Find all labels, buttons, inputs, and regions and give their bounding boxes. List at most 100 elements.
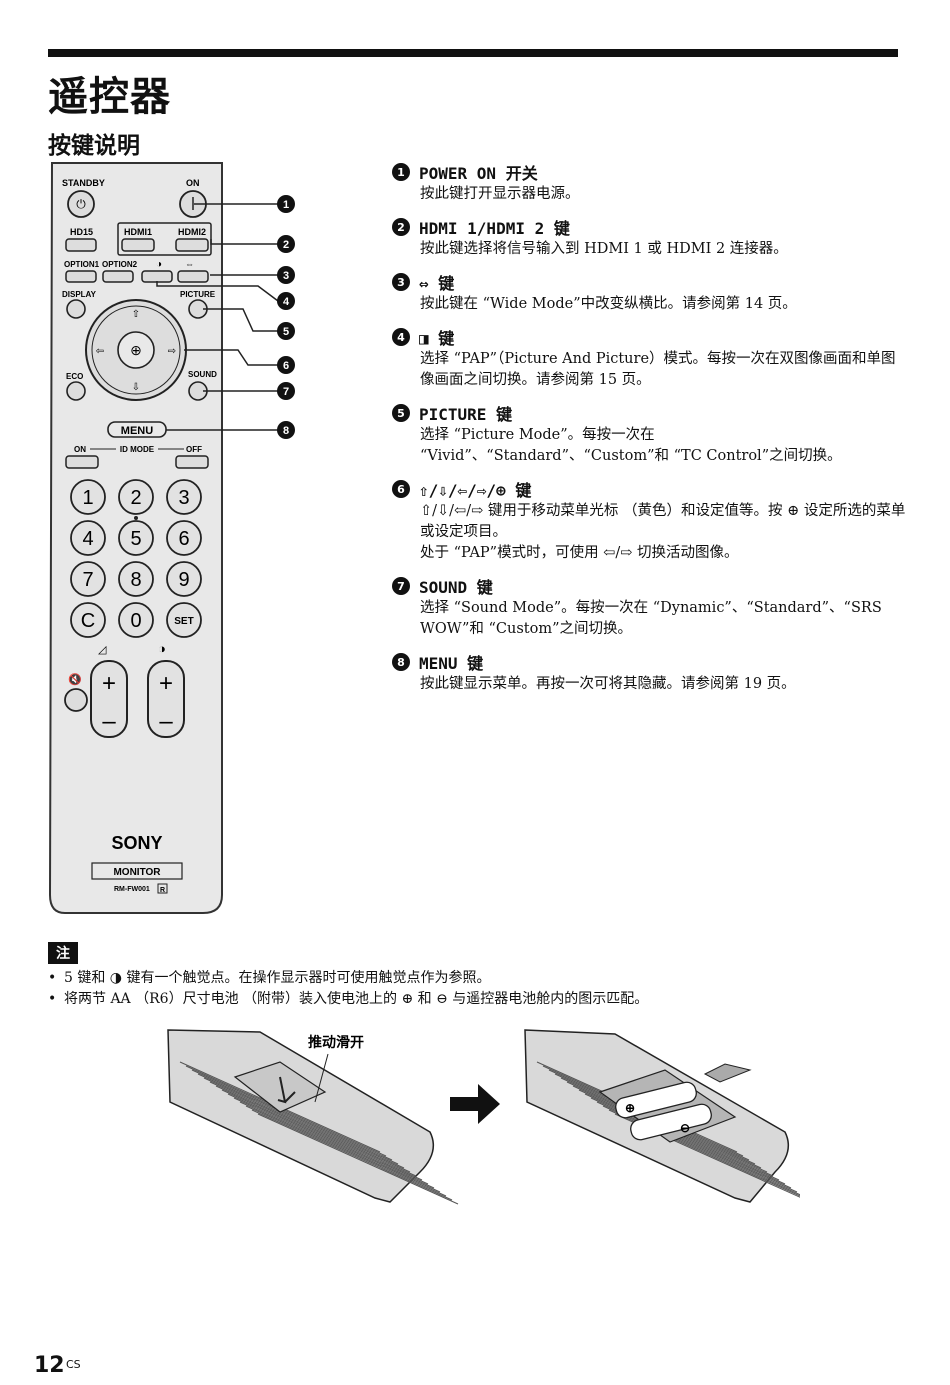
hdmi1-button[interactable] (121, 238, 155, 252)
item-number-badge: 2 (392, 218, 410, 236)
down-arrow-icon: ⇩ (132, 382, 140, 393)
item-number-badge: 4 (392, 328, 410, 346)
keypad-key[interactable] (166, 520, 202, 556)
svg-text:+: + (102, 670, 116, 697)
page-number-suffix: CS (66, 1358, 81, 1371)
label-picture: PICTURE (180, 290, 216, 299)
item-text: 按此键显示菜单。再按一次可将其隐藏。请参阅第 19 页。 (420, 676, 796, 692)
display-button[interactable] (66, 299, 86, 319)
r-mark: R (160, 887, 165, 894)
callout-marker (277, 382, 295, 400)
description-heading: 3⇔ 键 (392, 270, 907, 294)
keypad-key[interactable] (166, 602, 202, 638)
label-id-mode: ID MODE (120, 445, 155, 454)
eco-button[interactable] (66, 381, 86, 401)
svg-text:–: – (102, 708, 116, 735)
keypad-key[interactable] (118, 561, 154, 597)
label-standby: STANDBY (62, 178, 105, 188)
remote-control-diagram: STANDBY ⏻ ON HD15 HDMI1 HDMI2 OPTION1 OP… (48, 162, 295, 914)
item-number-badge: 8 (392, 653, 410, 671)
model-label: MONITOR (113, 867, 161, 878)
option1-button[interactable] (65, 270, 97, 283)
label-eco: ECO (66, 372, 83, 381)
keypad-key-label: 9 (178, 569, 189, 591)
keypad-key[interactable] (70, 561, 106, 597)
keypad-key[interactable] (118, 520, 154, 556)
description-item: 6⇧/⇩/⇦/⇨/⊕ 键⇧/⇩/⇦/⇨ 键用于移动菜单光标 （黄色）和设定值等。… (392, 477, 907, 564)
keypad-key[interactable] (70, 520, 106, 556)
id-off-button[interactable] (175, 455, 209, 469)
keypad-key[interactable] (118, 602, 154, 638)
option2-button[interactable] (102, 270, 134, 283)
keypad-key[interactable] (166, 479, 202, 515)
item-text: ⇧/⇩/⇦/⇨ 键用于移动菜单光标 （黄色）和设定值等。按 ⊕ 设定所选的菜单或… (420, 503, 906, 540)
item-title: ⇔ 键 (419, 274, 455, 293)
keypad-key-label: 0 (130, 610, 141, 632)
wide-button[interactable] (177, 270, 209, 283)
callout-number: 3 (283, 270, 289, 282)
keypad-key[interactable] (166, 561, 202, 597)
callout-number: 1 (283, 199, 289, 211)
callout-marker (277, 266, 295, 284)
item-text: 选择 “PAP”（Picture And Picture）模式。每按一次在双图像… (420, 351, 896, 388)
svg-text:⊖: ⊖ (680, 1121, 690, 1135)
label-hdmi2: HDMI2 (178, 227, 206, 237)
next-step-arrow (450, 1084, 500, 1124)
model-code: RM-FW001 (114, 886, 150, 893)
standby-button[interactable] (67, 190, 95, 218)
mute-icon: 🔇 (68, 673, 82, 686)
label-option2: OPTION2 (102, 260, 138, 269)
label-hdmi1: HDMI1 (124, 227, 152, 237)
callout-marker (277, 356, 295, 374)
keypad-key[interactable] (118, 479, 154, 515)
mute-button[interactable] (64, 688, 88, 712)
page-title: 遥控器 (48, 74, 171, 120)
model-label-box (91, 862, 183, 880)
label-sound: SOUND (188, 370, 217, 379)
svg-text:+: + (159, 670, 173, 697)
brightness-rocker[interactable] (147, 660, 185, 738)
tactile-dot (134, 516, 138, 520)
callout-marker (277, 292, 295, 310)
item-text: 按此键选择将信号输入到 HDMI 1 或 HDMI 2 连接器。 (420, 241, 788, 257)
callout-number: 4 (283, 296, 290, 308)
brightness-icon: ◑ (158, 641, 166, 656)
remote-back-open: ⊕ ⊖ (524, 1029, 800, 1203)
volume-rocker[interactable] (90, 660, 128, 738)
enter-button[interactable] (117, 331, 155, 369)
battery-install-illustration: 推动滑开 ⊕ ⊖ (167, 1029, 800, 1205)
pap-button[interactable] (141, 270, 173, 283)
callout-marker (277, 195, 295, 213)
slide-label: 推动滑开 (308, 1034, 364, 1050)
note-bullet: 5 键和 ◑ 键有一个触觉点。在操作显示器时可使用触觉点作为参照。 (48, 968, 648, 989)
item-title: ◨ 键 (419, 329, 455, 348)
item-title: SOUND 键 (419, 578, 493, 597)
keypad-key[interactable] (70, 602, 106, 638)
keypad-key-label: 6 (178, 528, 189, 550)
id-on-button[interactable] (65, 455, 99, 469)
svg-text:⊕: ⊕ (625, 1101, 635, 1115)
keypad-key-label: 7 (82, 569, 93, 591)
description-heading: 4 ◨ 键 (392, 325, 907, 349)
keypad-key-label: 3 (178, 487, 189, 509)
keypad-key[interactable] (70, 479, 106, 515)
description-heading: 6⇧/⇩/⇦/⇨/⊕ 键 (392, 477, 907, 501)
hd15-button[interactable] (65, 238, 97, 252)
callout-marker (277, 322, 295, 340)
note-list: 5 键和 ◑ 键有一个触觉点。在操作显示器时可使用触觉点作为参照。 将两节 AA… (48, 968, 648, 1010)
volume-icon: ◿ (98, 644, 107, 656)
brand-logo: SONY (111, 833, 162, 853)
description-item: 3⇔ 键按此键在 “Wide Mode”中改变纵横比。请参阅第 14 页。 (392, 270, 907, 315)
hdmi2-button[interactable] (175, 238, 209, 252)
item-text: 选择 “Sound Mode”。每按一次在 “Dynamic”、“Standar… (420, 600, 882, 637)
note-tag: 注 (48, 942, 78, 964)
keypad-key-label: C (81, 610, 95, 632)
svg-text:–: – (159, 708, 173, 735)
